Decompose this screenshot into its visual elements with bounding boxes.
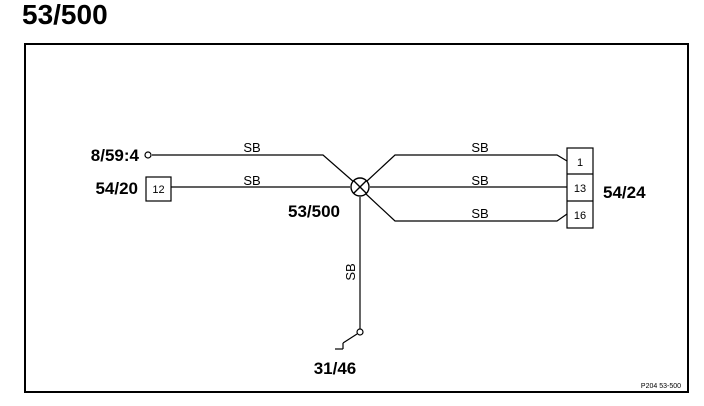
connector-54-24-pin-1: 1 [577,157,583,169]
connector-54-20-box [145,176,172,202]
diagram-code: P204 53-500 [641,383,681,390]
wire-pin-1 [366,154,568,182]
wire-pin-16 [365,193,568,222]
wire-color-label: SB [471,173,488,188]
wire-color-label: SB [471,206,488,221]
terminal-circle-icon [144,151,152,159]
splice-icon [350,177,370,197]
wire-color-label: SB [243,173,260,188]
page-title: 53/500 [22,0,108,30]
diagram-frame [24,43,689,393]
connector-54-20-pin: 12 [152,184,164,196]
ground-label: 31/46 [314,359,357,378]
wire-color-label: SB [243,140,260,155]
splice-label: 53/500 [288,202,340,221]
connector-54-24-pin-13: 13 [574,183,586,195]
connector-54-20-label: 54/20 [95,179,138,198]
connector-54-24-label: 54/24 [603,183,646,202]
connector-54-24-pin-16: 16 [574,210,586,222]
wire-color-label: SB [343,263,358,280]
connector-54-24 [566,147,594,229]
ground-icon [335,328,364,350]
wire-8-59-4 [152,154,356,184]
wire-color-label: SB [471,140,488,155]
connector-8-59-4-label: 8/59:4 [91,146,140,165]
